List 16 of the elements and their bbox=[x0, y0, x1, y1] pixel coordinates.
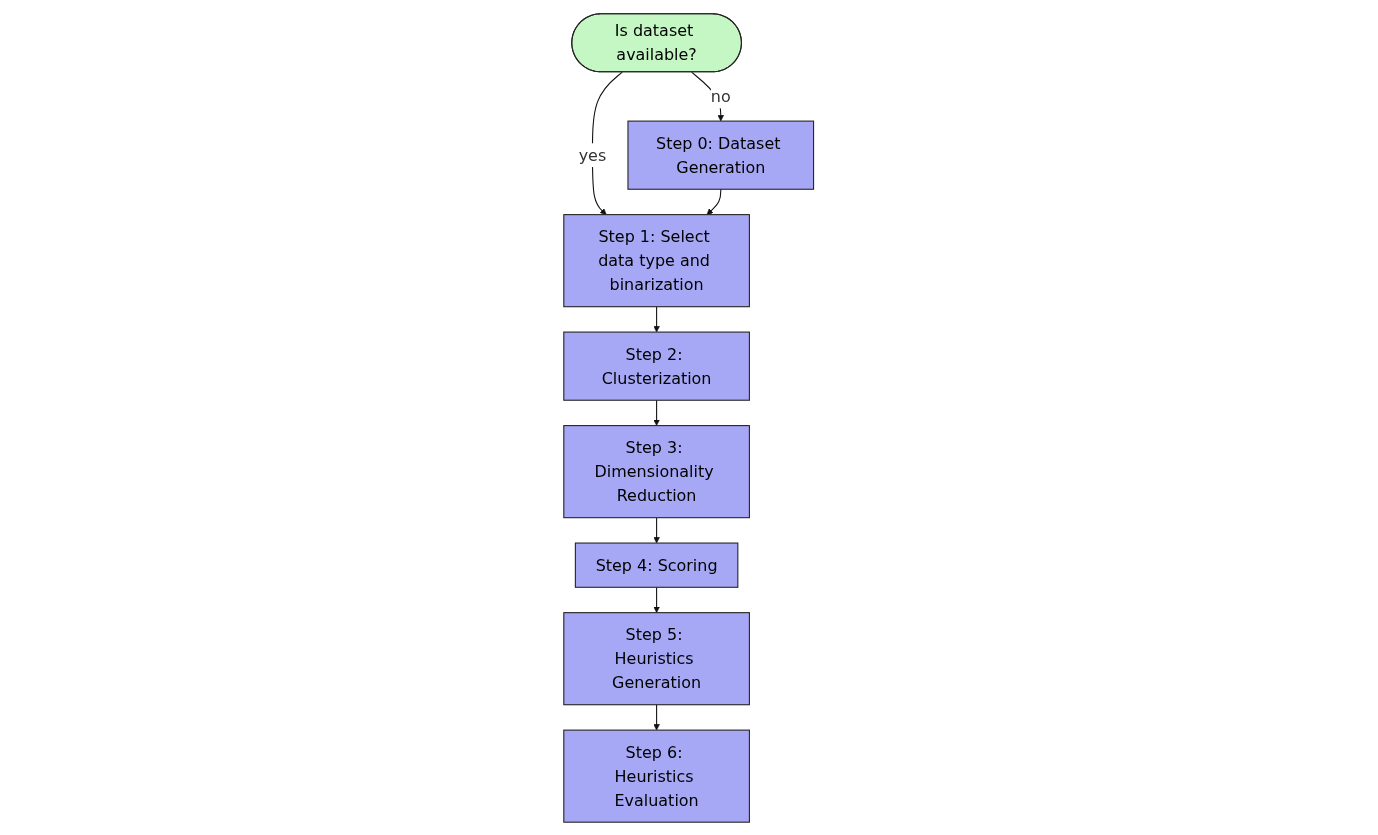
node-box: Step 1: Select data type and binarization bbox=[563, 213, 751, 307]
arrow bbox=[691, 71, 725, 121]
edge-label: no bbox=[711, 86, 732, 106]
node-box: Step 6: Heuristics Evaluation bbox=[563, 729, 751, 823]
arrow bbox=[653, 399, 661, 426]
node-box: Step 4: Scoring bbox=[575, 542, 739, 588]
arrow bbox=[706, 188, 722, 215]
edge-label: yes bbox=[578, 145, 607, 164]
arrow bbox=[653, 516, 661, 543]
arrow bbox=[653, 305, 661, 332]
arrow bbox=[653, 586, 661, 613]
node-box: Step 5: Heuristics Generation bbox=[563, 611, 751, 705]
node-box: Step 3: Dimensionality Reduction bbox=[563, 424, 751, 518]
node-box: Step 0: Dataset Generation bbox=[627, 120, 815, 190]
arrow bbox=[653, 703, 661, 730]
node-box: Step 2: Clusterization bbox=[563, 331, 751, 401]
